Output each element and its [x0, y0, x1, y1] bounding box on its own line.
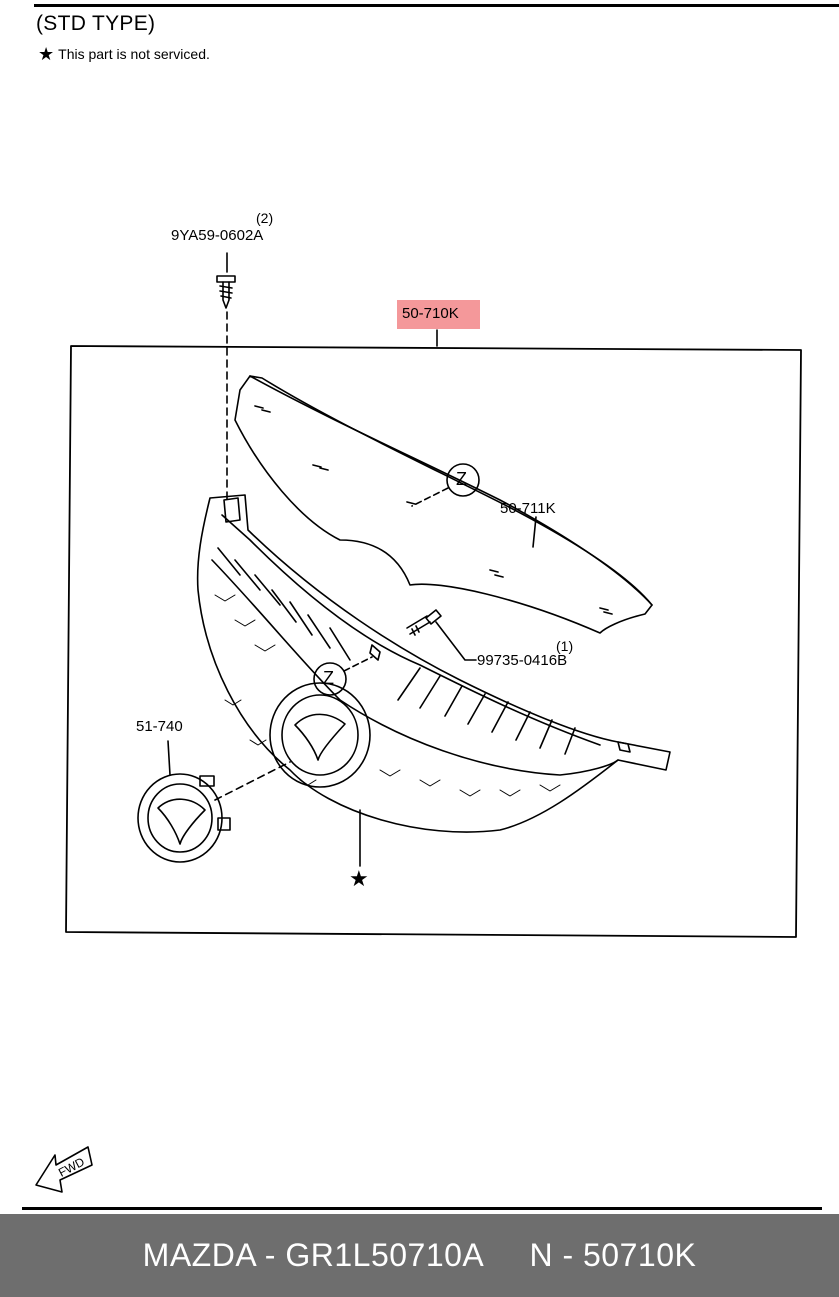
leader-50-711K: [532, 516, 537, 548]
fwd-label: FWD: [56, 1154, 87, 1179]
view-ref-circle-1: [446, 463, 480, 497]
screw-qty-label: (1): [556, 638, 574, 654]
note-text: This part is not serviced.: [58, 46, 210, 62]
star-icon: ★: [38, 44, 55, 64]
view-ref-label-2: Z: [323, 668, 334, 688]
top-rule: [34, 4, 839, 7]
not-serviced-note: ★ This part is not serviced.: [38, 44, 210, 64]
footer-part-numbers: MAZDA - GR1L50710A N - 50710K: [142, 1237, 697, 1273]
bolt-part-label: 9YA59-0602A: [171, 227, 264, 244]
bolt-9YA59: [216, 252, 236, 309]
emblem-51-740: [137, 773, 231, 863]
screw-part-label: 99735-0416B: [477, 652, 568, 669]
section-title: (STD TYPE): [36, 12, 156, 35]
emblem-guide-line: [214, 761, 291, 801]
view-ref-label-1: Z: [456, 469, 467, 489]
not-serviced-star-icon: ★: [349, 866, 369, 891]
bottom-rule: [22, 1207, 822, 1210]
bolt-qty-label: (2): [256, 210, 274, 226]
footer-bar: MAZDA - GR1L50710A N - 50710K: [0, 1214, 839, 1297]
part-highlight: [397, 300, 480, 329]
grille-body: [196, 494, 671, 833]
upper-molding-label: 50-711K: [500, 500, 556, 517]
upper-molding: [234, 375, 653, 634]
leader-51-740: [167, 740, 171, 776]
fwd-arrow-icon: [35, 1146, 93, 1193]
emblem-on-grille: [269, 682, 371, 788]
diagram-frame: [65, 345, 802, 938]
emblem-part-label: 51-740: [136, 718, 183, 735]
grille-assembly-label: 50-710K: [402, 305, 459, 322]
screw-99735: [406, 609, 442, 636]
view-ref-circle-2: [313, 662, 347, 696]
